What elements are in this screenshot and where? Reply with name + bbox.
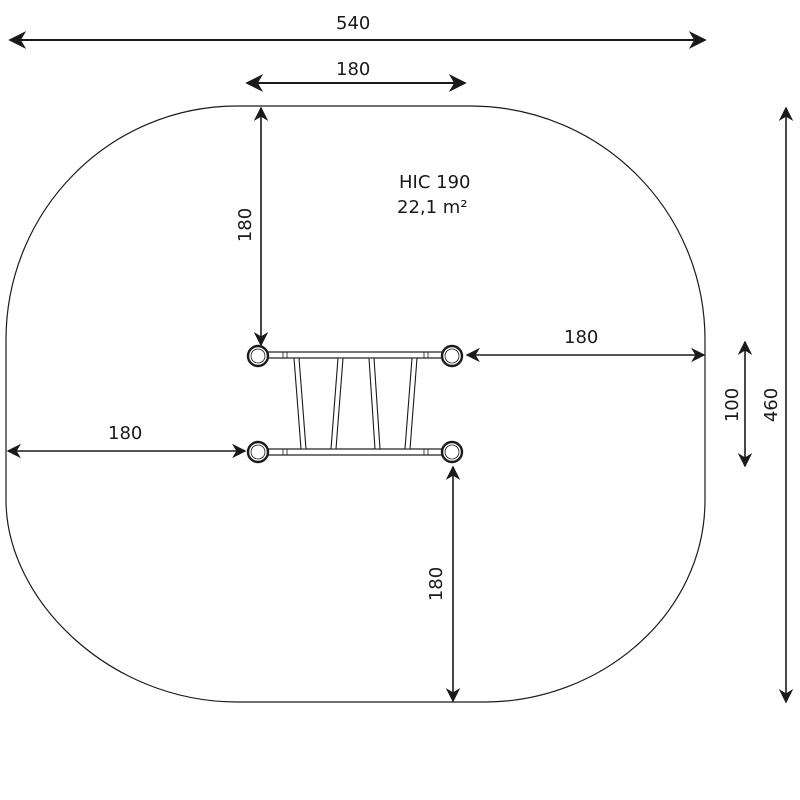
dim-label-top-width: 180 xyxy=(336,59,371,80)
dim-label-top-clearance: 180 xyxy=(235,207,257,243)
dim-label-overall-width: 540 xyxy=(336,13,371,34)
dim-label-bottom-clearance: 180 xyxy=(426,566,448,602)
dim-label-left-clearance: 180 xyxy=(108,423,143,444)
safety-zone-boundary xyxy=(5,105,706,703)
hic-label: HIC 190 xyxy=(399,172,471,193)
dim-label-right-clearance: 180 xyxy=(564,327,599,348)
dim-label-overall-height: 460 xyxy=(761,387,783,423)
equipment-ladder xyxy=(246,344,464,464)
area-label: 22,1 m² xyxy=(397,197,468,218)
dim-label-equipment-depth: 100 xyxy=(722,387,744,423)
